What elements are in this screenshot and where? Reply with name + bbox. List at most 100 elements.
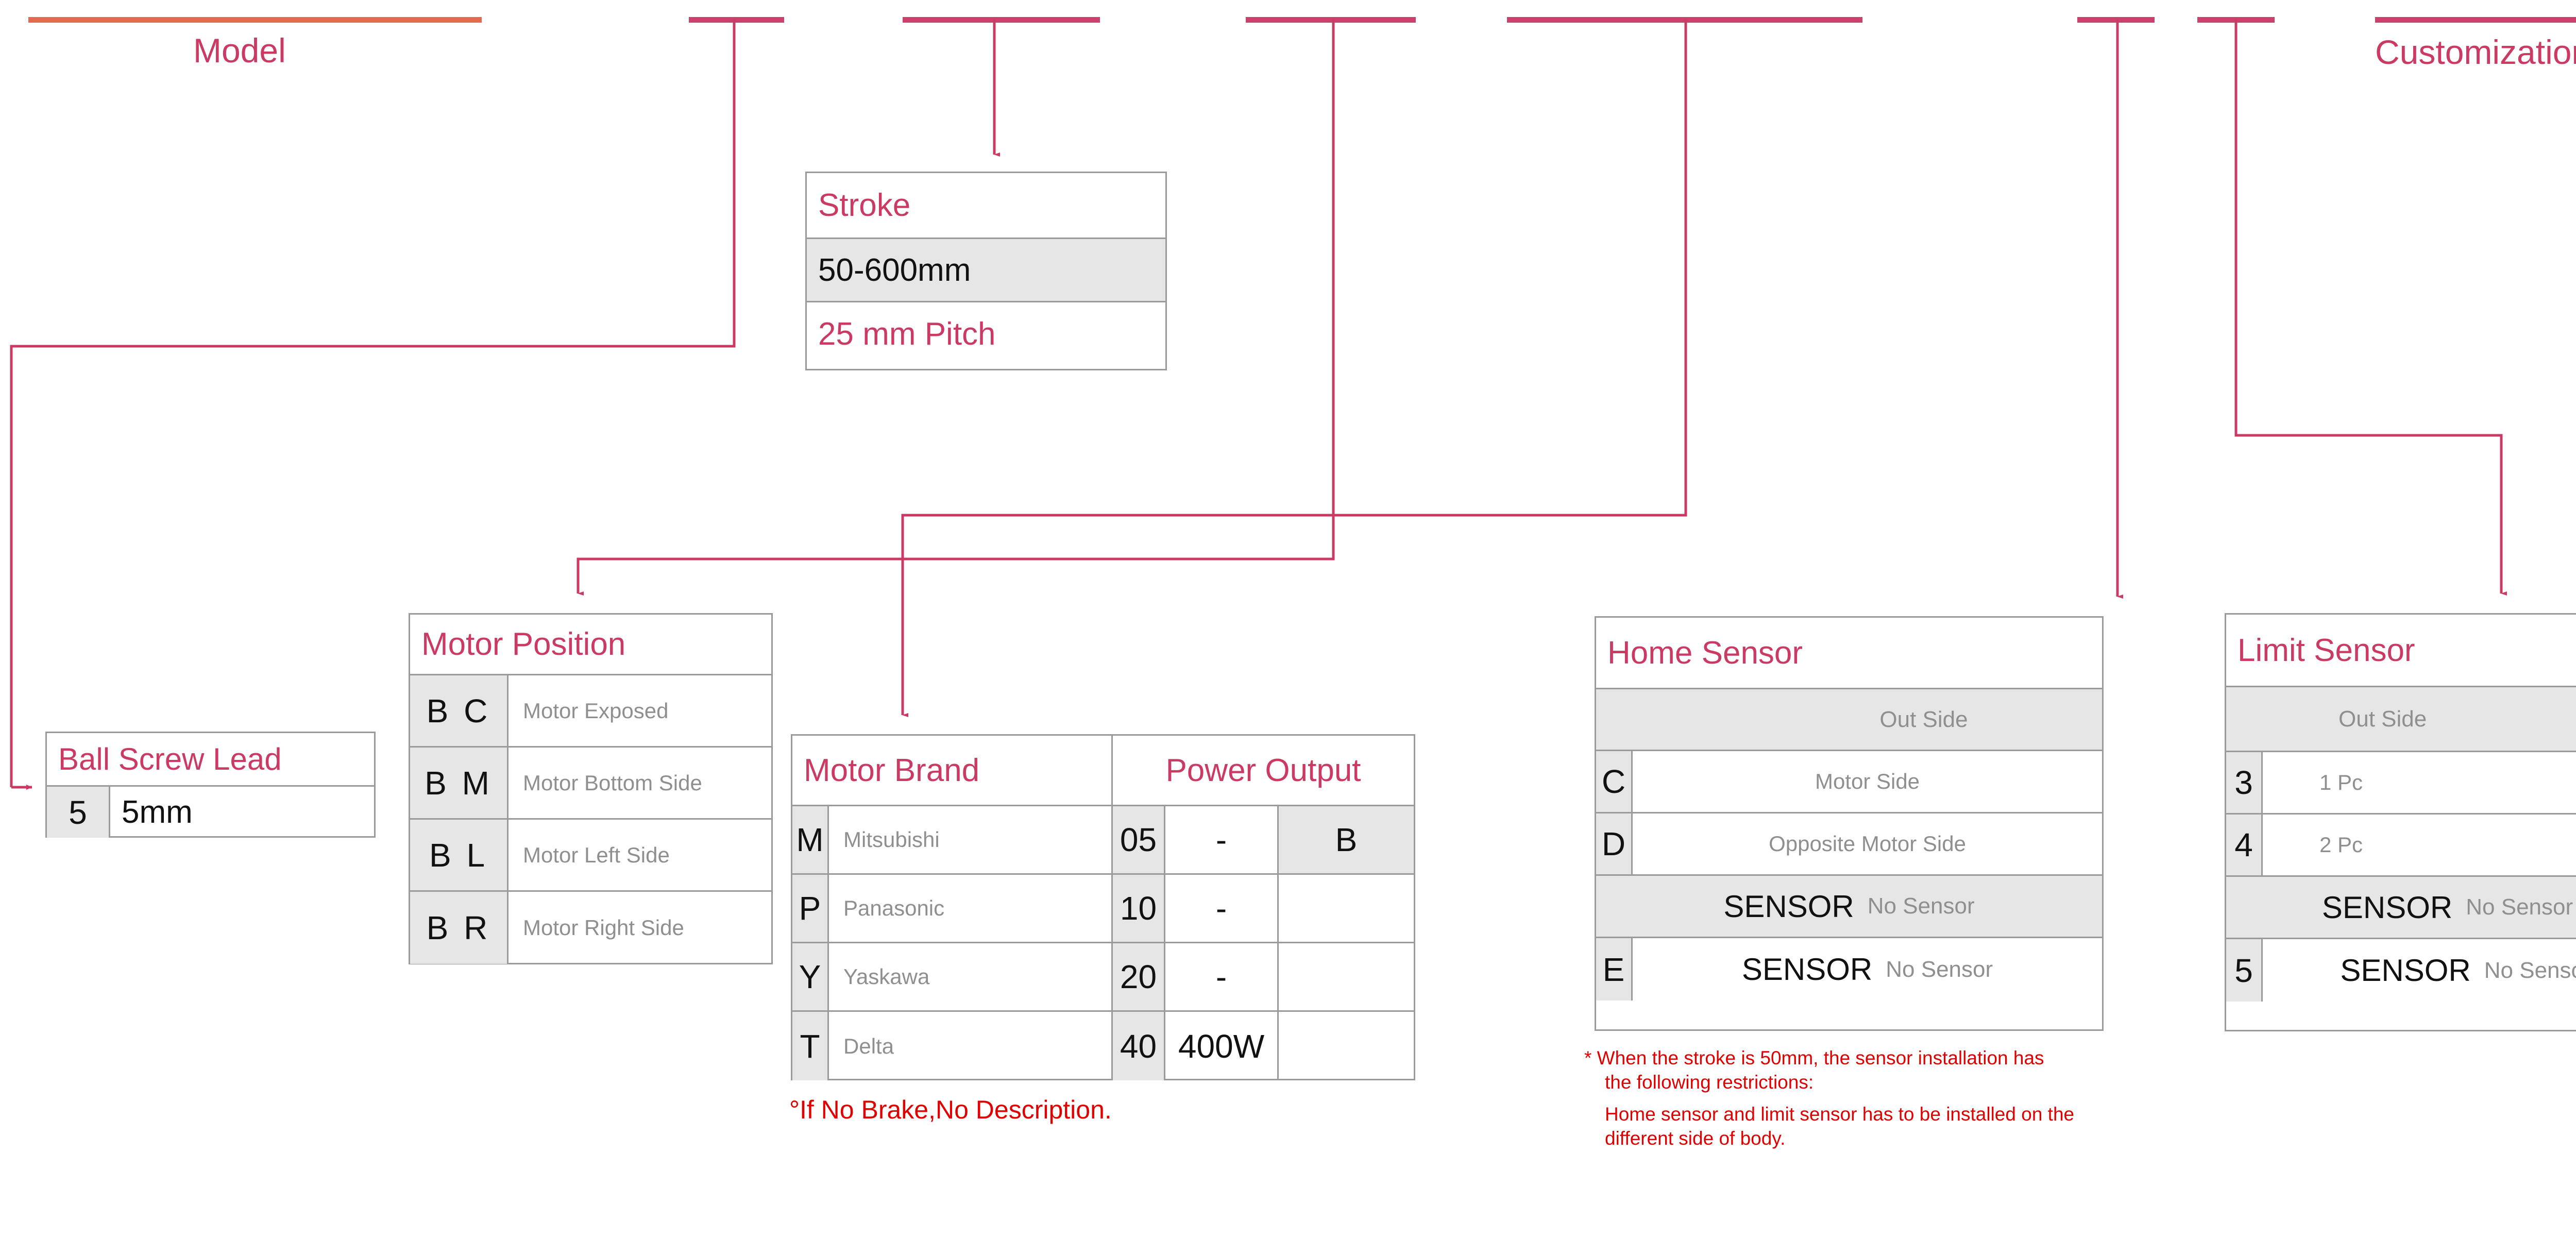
- motor-brand-name: Panasonic: [827, 875, 1111, 942]
- table-row: 5 SENSOR No Sensor: [2226, 939, 2576, 1002]
- limit-sensor-code: 5: [2226, 939, 2261, 1002]
- limit-sensor-desc: 2 Pc: [2261, 815, 2576, 875]
- table-row: B L Motor Left Side: [410, 820, 771, 892]
- motor-position-desc: Motor Exposed: [507, 675, 771, 746]
- power-output-value: -: [1164, 875, 1277, 942]
- motor-position-code: B C: [410, 675, 507, 746]
- table-row: 3 1 Pc: [2226, 752, 2576, 815]
- label-model: Model: [193, 31, 286, 70]
- power-output-code: 10: [1111, 875, 1164, 942]
- home-sensor-header-sensor-label: SENSOR: [1723, 889, 1854, 924]
- motor-position-table: Motor Position B C Motor Exposed B M Mot…: [409, 613, 773, 964]
- motor-brand-code: P: [792, 875, 827, 942]
- no-brake-note: °If No Brake,No Description.: [789, 1095, 1112, 1124]
- power-output-code: 05: [1111, 806, 1164, 873]
- stroke-title: Stroke: [818, 188, 911, 223]
- brake-code: [1277, 943, 1414, 1010]
- limit-sensor-no-sensor-label: No Sensor: [2484, 957, 2576, 983]
- label-customization-order-no: Customization Order No.: [2375, 33, 2576, 71]
- motor-position-code: B M: [410, 748, 507, 818]
- top-bar-motor-brand: [1507, 17, 1862, 23]
- motor-brand-title-row: Motor Brand Power Output: [792, 736, 1414, 806]
- motor-brand-name: Yaskawa: [827, 943, 1111, 1010]
- home-sensor-table: Home Sensor Out Side C Motor Side D Oppo…: [1595, 616, 2104, 1031]
- limit-sensor-subheader-row: Out Side: [2226, 687, 2576, 752]
- home-sensor-header-no-sensor-label: No Sensor: [1867, 893, 1975, 919]
- table-row: 4 2 Pc: [2226, 815, 2576, 877]
- ball-screw-lead-title-row: Ball Screw Lead: [47, 733, 374, 787]
- table-row: D Opposite Motor Side: [1596, 813, 2102, 876]
- power-output-value: -: [1164, 806, 1277, 873]
- motor-position-code: B R: [410, 892, 507, 964]
- limit-sensor-sensor-header-row: SENSOR No Sensor: [2226, 877, 2576, 939]
- table-row: 5 5mm: [47, 787, 374, 838]
- table-row: P Panasonic 10 -: [792, 875, 1414, 943]
- top-bar-stroke: [903, 17, 1100, 23]
- table-row: C Motor Side: [1596, 751, 2102, 813]
- limit-sensor-outside-label: Out Side: [2338, 706, 2427, 732]
- motor-position-title-row: Motor Position: [410, 615, 771, 675]
- ball-screw-lead-title: Ball Screw Lead: [58, 742, 282, 776]
- stroke-pitch-value: 25 mm Pitch: [818, 316, 996, 352]
- limit-sensor-header-sensor-label: SENSOR: [2321, 890, 2453, 925]
- ball-screw-lead-code: 5: [47, 787, 109, 838]
- home-sensor-desc: Motor Side: [1631, 751, 2102, 812]
- sensor-note-line-1: * When the stroke is 50mm, the sensor in…: [1584, 1047, 2044, 1069]
- home-sensor-no-sensor-label: No Sensor: [1886, 956, 1993, 982]
- stroke-pitch-row: 25 mm Pitch: [807, 302, 1165, 366]
- power-output-value: -: [1164, 943, 1277, 1010]
- top-bar-limit-sensor: [2197, 17, 2275, 23]
- top-bar-customization: [2375, 17, 2576, 23]
- motor-position-code: B L: [410, 820, 507, 890]
- brake-code: [1277, 1012, 1414, 1080]
- limit-sensor-desc: 1 Pc: [2261, 752, 2576, 813]
- top-bar-home-sensor: [2077, 17, 2155, 23]
- home-sensor-outside-label: Out Side: [1879, 706, 1968, 732]
- power-output-code: 40: [1111, 1012, 1164, 1080]
- limit-sensor-sensor-label: SENSOR: [2340, 953, 2471, 988]
- table-row: T Delta 40 400W: [792, 1012, 1414, 1080]
- home-sensor-code: E: [1596, 938, 1631, 1000]
- sensor-restriction-note: * When the stroke is 50mm, the sensor in…: [1584, 1046, 2161, 1150]
- limit-sensor-title: Limit Sensor: [2238, 632, 2415, 668]
- power-output-title: Power Output: [1111, 736, 1414, 805]
- ball-screw-lead-table: Ball Screw Lead 5 5mm: [45, 732, 376, 838]
- home-sensor-sensor-header-row: SENSOR No Sensor: [1596, 876, 2102, 938]
- home-sensor-code: C: [1596, 751, 1631, 812]
- motor-position-desc: Motor Left Side: [507, 820, 771, 890]
- limit-sensor-table: Limit Sensor Out Side 3 1 Pc 4 2 Pc SENS…: [2225, 613, 2576, 1031]
- home-sensor-desc: Opposite Motor Side: [1631, 813, 2102, 874]
- power-output-value: 400W: [1164, 1012, 1277, 1080]
- table-row: Y Yaskawa 20 -: [792, 943, 1414, 1012]
- stroke-table: Stroke 50-600mm 25 mm Pitch: [805, 172, 1167, 370]
- brake-code: [1277, 875, 1414, 942]
- home-sensor-sensor-label: SENSOR: [1741, 952, 1873, 987]
- limit-sensor-code: 4: [2226, 815, 2261, 875]
- motor-brand-name: Delta: [827, 1012, 1111, 1080]
- limit-sensor-code: 3: [2226, 752, 2261, 813]
- power-output-code: 20: [1111, 943, 1164, 1010]
- motor-position-title: Motor Position: [421, 626, 626, 662]
- stroke-range-row: 50-600mm: [807, 239, 1165, 302]
- limit-sensor-header-no-sensor-label: No Sensor: [2466, 894, 2573, 920]
- table-row: B M Motor Bottom Side: [410, 748, 771, 820]
- table-row: B R Motor Right Side: [410, 892, 771, 964]
- sensor-note-line-2: the following restrictions:: [1605, 1072, 1814, 1093]
- limit-sensor-title-row: Limit Sensor: [2226, 615, 2576, 687]
- ball-screw-lead-value: 5mm: [109, 787, 374, 838]
- stroke-title-row: Stroke: [807, 173, 1165, 239]
- motor-position-desc: Motor Bottom Side: [507, 748, 771, 818]
- motor-brand-code: T: [792, 1012, 827, 1080]
- motor-brand-code: Y: [792, 943, 827, 1010]
- table-row: M Mitsubishi 05 - B: [792, 806, 1414, 875]
- motor-position-desc: Motor Right Side: [507, 892, 771, 964]
- top-bar-stroke-left: [689, 17, 784, 23]
- motor-brand-name: Mitsubishi: [827, 806, 1111, 873]
- stroke-range-value: 50-600mm: [818, 252, 971, 288]
- home-sensor-subheader-row: Out Side: [1596, 689, 2102, 751]
- top-bar-model: [28, 17, 482, 23]
- home-sensor-code: D: [1596, 813, 1631, 874]
- table-row: E SENSOR No Sensor: [1596, 938, 2102, 1000]
- brake-code: B: [1277, 806, 1414, 873]
